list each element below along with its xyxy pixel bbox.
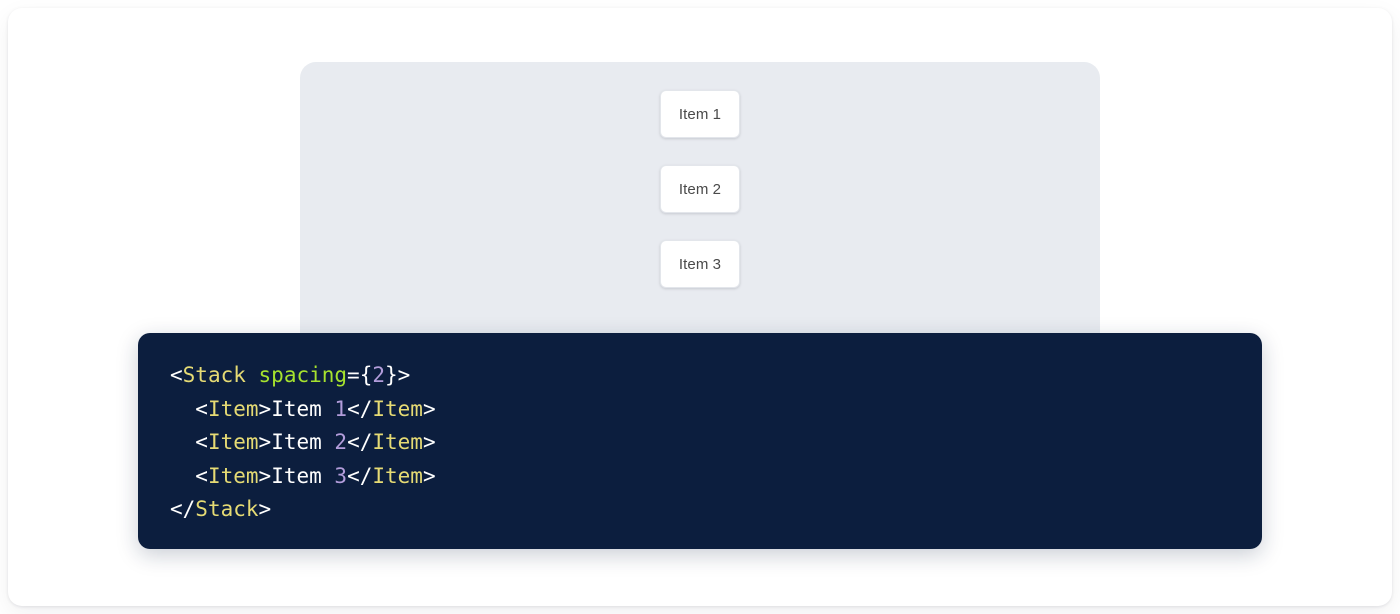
code-block[interactable]: <Stack spacing={2}> <Item>Item 1</Item> … xyxy=(138,333,1262,549)
code-token-num: 3 xyxy=(334,463,348,488)
stack-item-label: Item 1 xyxy=(678,105,722,123)
code-token-tag: Stack xyxy=(182,363,246,387)
code-token-punct: > xyxy=(258,497,272,522)
code-token-punct: > xyxy=(422,396,436,421)
code-token-punct: </ xyxy=(347,430,373,455)
code-token-punct: > xyxy=(258,430,272,455)
code-token-punct: < xyxy=(170,363,183,387)
code-token-punct: </ xyxy=(347,396,373,421)
code-token-tag: Item xyxy=(207,463,259,488)
code-token-tag: Item xyxy=(372,463,423,488)
code-snippet: <Stack spacing={2}> <Item>Item 1</Item> … xyxy=(170,359,1262,527)
code-token-tag: Item xyxy=(207,396,259,421)
code-token-punct: > xyxy=(422,430,436,455)
code-token-punct: < xyxy=(195,396,208,421)
stack-item[interactable]: Item 1 xyxy=(660,90,740,138)
code-token-text: Item xyxy=(271,396,335,421)
code-token-punct: > xyxy=(422,463,436,488)
stack-item-label: Item 2 xyxy=(678,180,722,198)
code-token-punct xyxy=(246,363,259,387)
stack-container: Item 1 Item 2 Item 3 xyxy=(300,62,1100,288)
code-token-punct: </ xyxy=(170,497,196,522)
code-token-punct: > xyxy=(397,363,411,387)
code-token-text: Item xyxy=(271,463,335,488)
code-token-text: Item xyxy=(271,430,335,455)
code-token-punct: </ xyxy=(347,463,373,488)
code-token-num: 2 xyxy=(372,363,386,387)
code-token-punct: > xyxy=(258,463,272,488)
code-token-num: 2 xyxy=(334,430,348,455)
code-token-tag: Stack xyxy=(195,497,259,522)
code-token-tag: Item xyxy=(207,430,259,455)
code-token-tag: Item xyxy=(372,396,423,421)
stack-item-label: Item 3 xyxy=(678,255,722,273)
component-preview-panel: Item 1 Item 2 Item 3 xyxy=(300,62,1100,362)
stack-item[interactable]: Item 2 xyxy=(660,165,740,213)
code-token-punct: < xyxy=(195,463,208,488)
code-token-punct: > xyxy=(258,396,272,421)
code-token-punct: } xyxy=(385,363,398,387)
code-token-punct: { xyxy=(359,363,373,387)
stack-item[interactable]: Item 3 xyxy=(660,240,740,288)
code-token-attr: spacing xyxy=(258,363,348,387)
code-token-punct: = xyxy=(347,363,360,387)
code-token-num: 1 xyxy=(334,396,348,421)
code-token-tag: Item xyxy=(372,430,423,455)
code-token-punct: < xyxy=(195,430,208,455)
